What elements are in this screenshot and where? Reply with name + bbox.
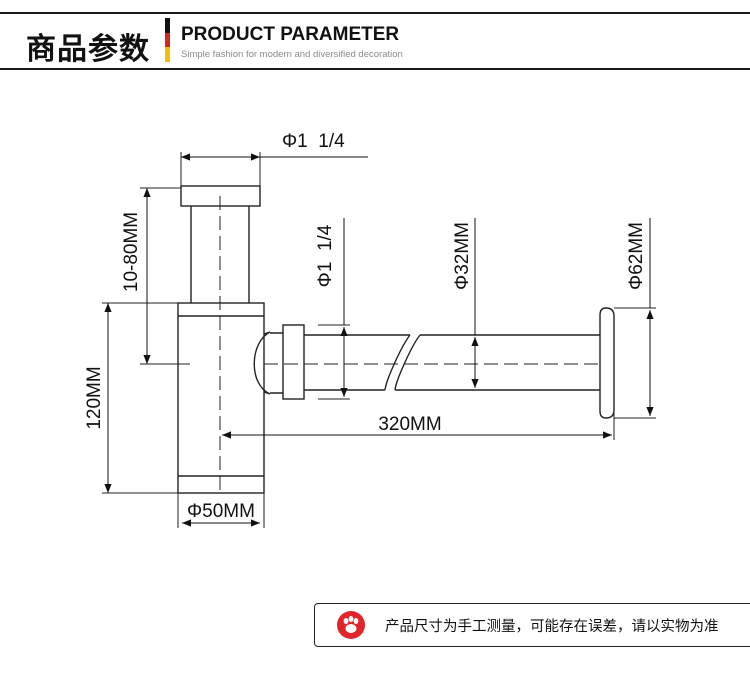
dim-flange-diameter: Φ62MM — [626, 222, 647, 290]
dimension-lines — [104, 153, 654, 527]
section-header: 商品参数 PRODUCT PARAMETER Simple fashion fo… — [0, 12, 750, 70]
german-flag-bar — [165, 18, 170, 62]
dim-height-adjust: 10-80MM — [121, 212, 142, 292]
paw-print-icon — [337, 611, 365, 639]
dim-body-height: 120MM — [84, 366, 105, 429]
measurement-note: 产品尺寸为手工测量，可能存在误差，请以实物为准 — [314, 603, 750, 647]
center-lines — [219, 196, 598, 490]
measurement-note-text: 产品尺寸为手工测量，可能存在误差，请以实物为准 — [385, 619, 719, 635]
section-title-cn: 商品参数 — [26, 32, 150, 67]
trap-outline — [177, 185, 615, 494]
extension-lines — [102, 152, 656, 528]
section-subtitle: Simple fashion for modern and diversifie… — [181, 49, 403, 60]
dim-inlet-diameter: Φ1 1/4 — [315, 224, 336, 287]
dim-pipe-diameter: Φ32MM — [452, 222, 473, 290]
dim-top-diameter: Φ1 1/4 — [282, 131, 345, 152]
section-title-en: PRODUCT PARAMETER — [181, 24, 400, 45]
dim-length: 320MM — [378, 414, 441, 435]
dim-body-diameter: Φ50MM — [187, 501, 255, 522]
